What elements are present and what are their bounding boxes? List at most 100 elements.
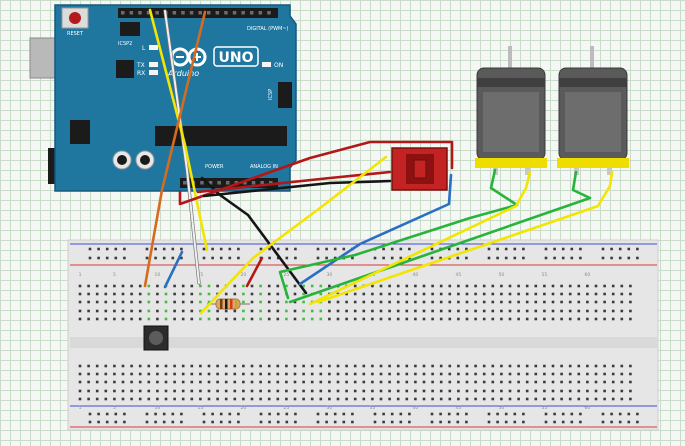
breadboard-hole bbox=[373, 420, 377, 424]
breadboard-hole bbox=[457, 372, 460, 376]
breadboard-hole bbox=[190, 284, 194, 288]
breadboard-hole bbox=[104, 372, 108, 376]
breadboard-hole bbox=[164, 364, 168, 368]
breadboard-hole bbox=[362, 397, 366, 401]
breadboard-hole bbox=[422, 389, 426, 393]
breadboard-hole bbox=[371, 389, 374, 393]
breadboard-hole bbox=[250, 389, 254, 393]
breadboard-hole bbox=[173, 380, 176, 384]
breadboard-hole bbox=[351, 412, 354, 416]
breadboard-hole bbox=[342, 247, 346, 251]
breadboard-hole bbox=[130, 397, 133, 401]
breadboard-hole bbox=[422, 372, 426, 376]
breadboard-hole bbox=[319, 309, 323, 313]
pushbutton[interactable] bbox=[143, 325, 169, 351]
column-number: 25 bbox=[284, 405, 290, 411]
breadboard-hole bbox=[164, 372, 168, 376]
breadboard-hole bbox=[362, 300, 366, 304]
breadboard-hole bbox=[95, 364, 99, 368]
breadboard-hole bbox=[267, 389, 271, 393]
breadboard-hole bbox=[207, 300, 211, 304]
motor-left-shaft bbox=[508, 46, 512, 70]
breadboard-hole bbox=[362, 389, 366, 393]
pushbutton-cap bbox=[149, 331, 163, 345]
breadboard-hole bbox=[517, 292, 520, 296]
breadboard-hole bbox=[382, 412, 385, 416]
breadboard-hole bbox=[190, 317, 194, 321]
breadboard-hole bbox=[121, 292, 125, 296]
breadboard-hole bbox=[611, 397, 615, 401]
breadboard-hole bbox=[396, 300, 400, 304]
breadboard-hole bbox=[325, 256, 328, 260]
breadboard-hole bbox=[517, 364, 520, 368]
breadboard-hole bbox=[207, 389, 211, 393]
breadboard-hole bbox=[224, 397, 228, 401]
breadboard-hole bbox=[181, 372, 185, 376]
breadboard-hole bbox=[551, 309, 555, 313]
breadboard-hole bbox=[207, 364, 211, 368]
breadboard-hole bbox=[517, 380, 520, 384]
breadboard-hole bbox=[577, 364, 581, 368]
breadboard-hole bbox=[448, 397, 452, 401]
breadboard-hole bbox=[87, 292, 90, 296]
breadboard-hole bbox=[310, 389, 314, 393]
column-number: 60 bbox=[585, 272, 591, 278]
column-number: 60 bbox=[585, 405, 591, 411]
breadboard-hole bbox=[328, 372, 331, 376]
breadboard-hole bbox=[439, 300, 443, 304]
breadboard-hole bbox=[517, 389, 520, 393]
breadboard-hole bbox=[328, 389, 331, 393]
column-number: 45 bbox=[456, 405, 462, 411]
breadboard-hole bbox=[345, 317, 348, 321]
breadboard-hole bbox=[561, 420, 565, 424]
breadboard-hole bbox=[405, 317, 409, 321]
header-pin bbox=[208, 181, 213, 185]
icsp-label: ICSP bbox=[268, 89, 274, 100]
breadboard-hole bbox=[610, 247, 613, 251]
breadboard-hole bbox=[371, 284, 374, 288]
breadboard-hole bbox=[319, 292, 323, 296]
breadboard-hole bbox=[276, 292, 280, 296]
breadboard-hole bbox=[224, 380, 228, 384]
breadboard-hole bbox=[396, 364, 400, 368]
breadboard-hole bbox=[522, 256, 525, 260]
breadboard-hole bbox=[224, 372, 228, 376]
breadboard-hole bbox=[353, 284, 357, 288]
breadboard-hole bbox=[414, 309, 417, 313]
breadboard-hole bbox=[250, 284, 254, 288]
breadboard-hole bbox=[457, 317, 460, 321]
led-tx bbox=[149, 62, 158, 67]
breadboard-hole bbox=[465, 397, 469, 401]
breadboard-hole bbox=[216, 364, 219, 368]
breadboard-hole bbox=[362, 372, 366, 376]
breadboard-hole bbox=[353, 309, 357, 313]
breadboard-hole bbox=[611, 380, 615, 384]
breadboard-hole bbox=[276, 380, 280, 384]
capacitor-1-top bbox=[117, 155, 127, 165]
breadboard-hole bbox=[345, 397, 348, 401]
breadboard-hole bbox=[439, 309, 443, 313]
breadboard-hole bbox=[414, 364, 417, 368]
breadboard-hole bbox=[285, 317, 288, 321]
breadboard-hole bbox=[465, 420, 468, 424]
motor-right-shaft bbox=[590, 46, 594, 70]
breadboard-hole bbox=[138, 389, 142, 393]
breadboard-hole bbox=[456, 256, 460, 260]
breadboard-hole bbox=[579, 247, 582, 251]
breadboard-hole bbox=[379, 397, 383, 401]
breadboard-hole bbox=[586, 364, 589, 368]
breadboard-hole bbox=[319, 317, 323, 321]
breadboard-hole bbox=[405, 292, 409, 296]
breadboard-hole bbox=[620, 300, 624, 304]
breadboard-hole bbox=[379, 364, 383, 368]
breadboard-hole bbox=[190, 372, 194, 376]
breadboard-hole bbox=[181, 397, 185, 401]
breadboard-hole bbox=[276, 372, 280, 376]
breadboard-hole bbox=[414, 284, 417, 288]
breadboard-hole bbox=[333, 256, 337, 260]
wire-yellow-left-motor bbox=[308, 170, 532, 306]
breadboard-hole bbox=[465, 292, 469, 296]
breadboard-hole bbox=[474, 284, 477, 288]
column-number: 15 bbox=[198, 272, 204, 278]
breadboard-hole bbox=[233, 317, 237, 321]
